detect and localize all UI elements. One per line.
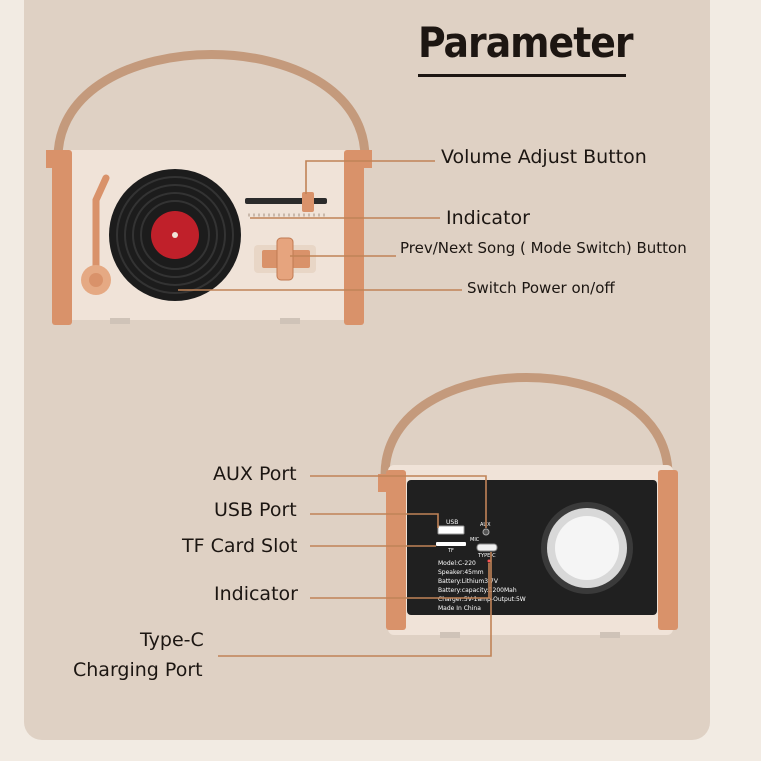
front-foot-left [110, 318, 130, 324]
mic-text: MIC [470, 537, 480, 543]
label-usb-port: USB Port [214, 499, 297, 521]
spec-speaker: Speaker:45mm [438, 569, 484, 576]
leader-aux [310, 475, 487, 528]
spec-battery: Battery:Lithium3.7V [438, 578, 498, 585]
label-prev-next: Prev/Next Song ( Mode Switch) Button [400, 239, 687, 257]
leader-indicator-back [310, 563, 490, 599]
spec-charger: Charger:5V-1amp-Output:5W [438, 596, 526, 603]
back-indicator-led [487, 559, 491, 563]
tf-slot-text: TF [448, 548, 454, 554]
front-foot-right [280, 318, 300, 324]
front-handle [53, 50, 370, 163]
label-aux-port: AUX Port [213, 463, 297, 485]
label-indicator-front: Indicator [446, 207, 530, 229]
label-typec-line1: Type-C [140, 629, 204, 651]
back-handle [380, 373, 673, 480]
leader-usb [310, 513, 439, 528]
label-tf-card-slot: TF Card Slot [182, 535, 298, 557]
usb-port-text: USB [446, 519, 459, 526]
typec-port-text: TYPE-C [478, 553, 496, 559]
spec-model: Model:C-220 [438, 560, 476, 567]
front-copper-right [344, 150, 364, 325]
usb-port[interactable] [437, 525, 465, 535]
leader-typec [218, 552, 492, 657]
prev-next-switch[interactable] [276, 237, 294, 281]
typec-port[interactable] [476, 543, 498, 552]
tonearm [92, 174, 110, 286]
page-title: Parameter [418, 18, 634, 67]
label-power-switch: Switch Power on/off [467, 279, 615, 297]
label-volume-adjust: Volume Adjust Button [441, 146, 647, 168]
label-indicator-back: Indicator [214, 583, 298, 605]
front-copper-left [52, 150, 72, 325]
label-typec-line2: Charging Port [73, 659, 203, 681]
volume-knob[interactable] [302, 192, 314, 212]
back-copper-right [658, 470, 678, 630]
spec-capacity: Battery:capacity:1200Mah [438, 587, 517, 594]
leader-volume [305, 160, 435, 194]
spec-made: Made In China [438, 605, 481, 612]
title-underline [418, 74, 626, 77]
spec-text-block: Model:C-220 Speaker:45mm Battery:Lithium… [438, 559, 526, 613]
back-copper-left [386, 470, 406, 630]
tf-card-slot[interactable] [436, 542, 466, 546]
aux-port[interactable] [482, 528, 490, 536]
